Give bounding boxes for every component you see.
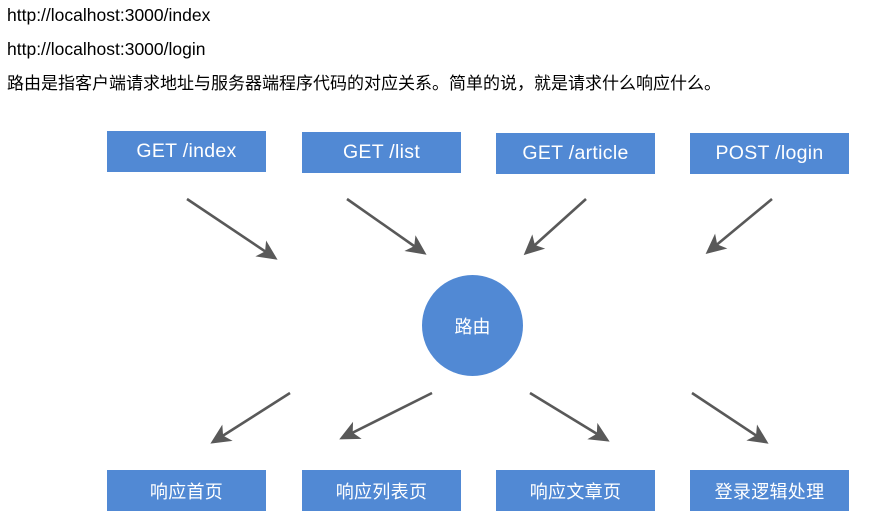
arrow-article-to-router — [523, 198, 587, 256]
router-circle-node[interactable]: 路由 — [422, 275, 523, 376]
request-node-get-list-label: GET /list — [342, 141, 421, 163]
response-node-article[interactable]: 响应文章页 — [496, 470, 655, 511]
route-description-text: 路由是指客户端请求地址与服务器端程序代码的对应关系。简单的说，就是请求什么响应什… — [7, 74, 721, 93]
router-circle-label: 路由 — [454, 316, 491, 337]
url-login-text: http://localhost:3000/login — [7, 39, 206, 59]
response-node-list-label: 响应列表页 — [335, 481, 428, 502]
arrow-router-to-list — [339, 391, 433, 440]
arrow-router-to-article — [529, 391, 610, 442]
response-node-article-label: 响应文章页 — [529, 481, 622, 502]
arrow-router-to-home — [210, 391, 291, 444]
arrow-list-to-router — [346, 197, 427, 255]
request-node-get-index[interactable]: GET /index — [107, 131, 266, 172]
response-node-login-logic-label: 登录逻辑处理 — [714, 481, 825, 502]
arrow-login-to-router — [705, 197, 773, 254]
response-node-home[interactable]: 响应首页 — [107, 470, 266, 511]
response-node-list[interactable]: 响应列表页 — [302, 470, 461, 511]
response-node-login-logic[interactable]: 登录逻辑处理 — [690, 470, 849, 511]
request-node-get-index-label: GET /index — [136, 140, 237, 162]
request-node-get-article[interactable]: GET /article — [496, 133, 655, 174]
request-node-get-list[interactable]: GET /list — [302, 132, 461, 173]
request-node-get-article-label: GET /article — [522, 142, 629, 164]
response-node-home-label: 响应首页 — [149, 481, 224, 502]
request-node-post-login-label: POST /login — [715, 142, 824, 164]
url-index-text: http://localhost:3000/index — [7, 5, 211, 25]
arrow-router-to-login — [691, 391, 769, 444]
arrow-index-to-router — [186, 197, 278, 260]
request-node-post-login[interactable]: POST /login — [690, 133, 849, 174]
